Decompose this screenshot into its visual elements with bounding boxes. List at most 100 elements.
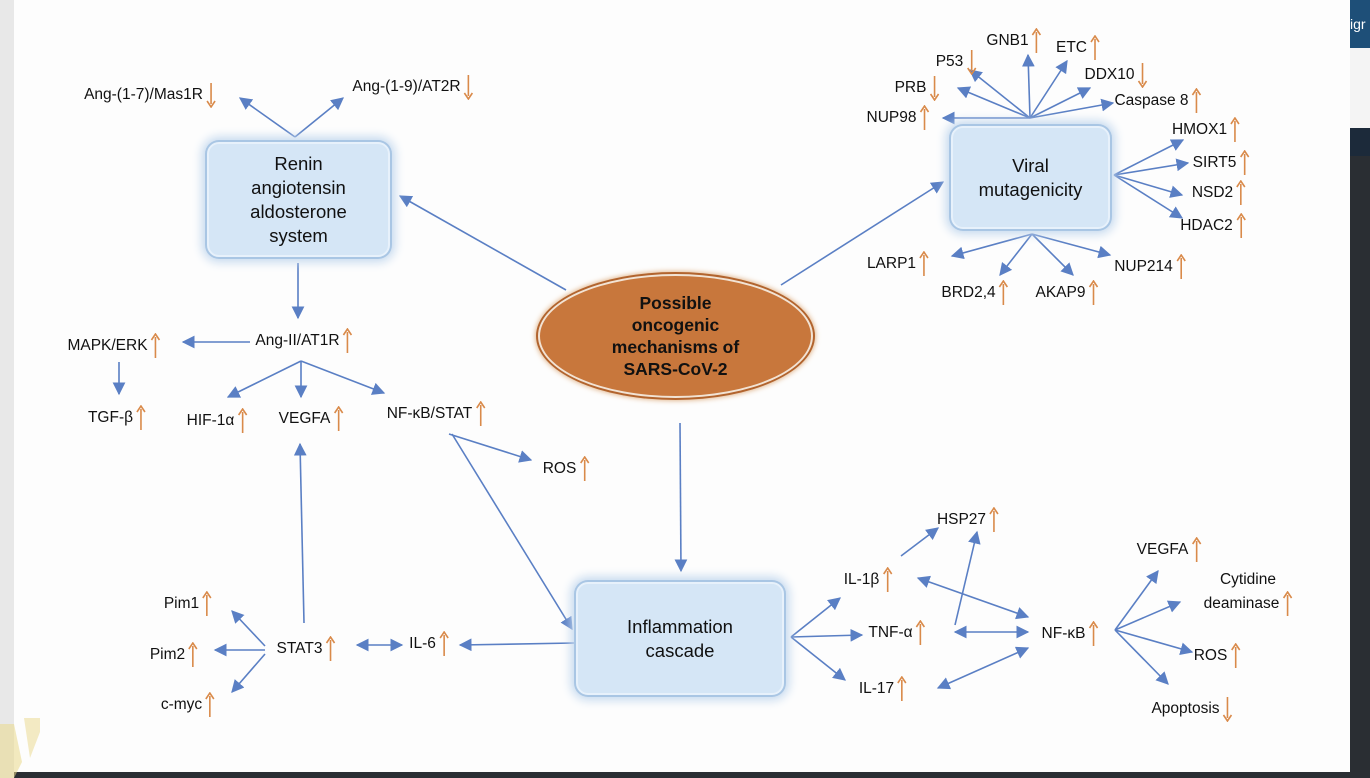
connector-arrow [1113, 158, 1190, 176]
connector-arrow [1114, 629, 1194, 655]
connector-arrow [448, 433, 533, 463]
connector-arrow [231, 653, 266, 693]
node-label: Ang-II/AT1R [255, 332, 340, 350]
up-arrow-icon [342, 327, 353, 353]
connector-arrow [231, 610, 266, 647]
node-label: VEGFA [278, 410, 331, 428]
connector-arrow [780, 181, 945, 286]
node-label: AKAP9 [1035, 284, 1086, 302]
node-label: Ang-(1-7)/Mas1R [84, 86, 203, 104]
connector-arrow [950, 233, 1033, 260]
up-arrow-icon [579, 455, 589, 481]
connector-arrow [300, 360, 386, 395]
up-arrow-icon [989, 506, 999, 532]
connector-arrow [398, 195, 567, 291]
down-arrow-icon [206, 83, 216, 109]
node-gnb1: GNB1 [986, 27, 1042, 54]
down-arrow-icon [1222, 697, 1233, 723]
node-label: ROS [1193, 647, 1228, 665]
connector-arrow [226, 360, 302, 398]
node-label: STAT3 [276, 640, 323, 658]
node-label: HSP27 [936, 511, 987, 529]
node-ros2: ROS [1193, 642, 1241, 669]
up-arrow-icon [882, 566, 892, 592]
node-label: MAPK/ERK [67, 337, 148, 355]
node-nup214: NUP214 [1114, 253, 1186, 280]
connector-arrow [1113, 174, 1184, 219]
up-arrow-icon [333, 405, 344, 431]
connector-arrow [954, 530, 981, 626]
connector-arrow [1114, 629, 1169, 685]
node-larp1: LARP1 [867, 250, 929, 277]
node-label: SIRT5 [1192, 154, 1237, 172]
up-arrow-icon [150, 332, 161, 358]
raas-box: Renin angiotensin aldosterone system [207, 142, 390, 257]
connector-arrow [916, 575, 1030, 620]
node-nup98: NUP98 [867, 104, 930, 131]
node-hdac2: HDAC2 [1180, 212, 1246, 239]
viral-mutagenicity-box: Viral mutagenicity [951, 126, 1110, 229]
up-arrow-icon [205, 691, 215, 717]
up-arrow-icon [1236, 179, 1246, 205]
node-p53: P53 [935, 49, 977, 76]
up-arrow-icon [897, 675, 907, 701]
node-label: DDX10 [1084, 66, 1135, 84]
node-apoptosis: Apoptosis [1151, 696, 1233, 723]
node-label: NUP214 [1114, 258, 1173, 276]
node-cmyc: c-myc [161, 691, 215, 718]
node-label: P53 [935, 53, 964, 71]
up-arrow-icon [188, 641, 198, 667]
node-label: ROS [542, 460, 577, 478]
connector-arrow [674, 422, 688, 573]
node-label: BRD2,4 [941, 284, 996, 302]
node-ang19: Ang-(1-9)/AT2R [352, 74, 474, 101]
up-arrow-icon [998, 279, 1009, 305]
node-hmox1: HMOX1 [1171, 116, 1240, 143]
up-arrow-icon [237, 407, 248, 433]
node-tgfb: TGF-β [87, 404, 146, 431]
node-label: TNF-α [868, 624, 913, 642]
up-arrow-icon [1088, 279, 1099, 305]
node-mapk: MAPK/ERK [67, 332, 161, 359]
node-label: HMOX1 [1171, 121, 1228, 139]
down-arrow-icon [1137, 63, 1148, 89]
connector-arrow [1029, 59, 1068, 119]
node-stat3: STAT3 [276, 635, 336, 662]
node-akap9: AKAP9 [1035, 279, 1099, 306]
node-ang2: Ang-II/AT1R [255, 327, 353, 354]
connector-arrow [999, 233, 1033, 277]
node-ang17: Ang-(1-7)/Mas1R [84, 82, 216, 109]
central-mechanisms-oval: Possible oncogenic mechanisms of SARS-Co… [538, 274, 813, 398]
node-label: IL-6 [409, 635, 436, 653]
node-tnfa: TNF-α [868, 619, 926, 646]
background-bar-right [1350, 48, 1370, 128]
connector-arrow [1113, 139, 1185, 176]
connector-arrow [790, 636, 847, 681]
node-label: Pim2 [149, 646, 186, 664]
connector-arrow [900, 527, 940, 557]
node-il6: IL-6 [409, 630, 449, 657]
up-arrow-icon [1088, 620, 1099, 646]
node-brd: BRD2,4 [941, 279, 1009, 306]
node-label: VEGFA [1136, 541, 1189, 559]
node-label: Pim1 [163, 595, 200, 613]
inflammation-cascade-box: Inflammation cascade [576, 582, 784, 695]
connector-arrow [451, 433, 573, 631]
node-label: TGF-β [87, 409, 134, 427]
node-vegfa2: VEGFA [1136, 536, 1202, 563]
down-arrow-icon [463, 75, 474, 101]
background-bar-right-dark [1350, 128, 1370, 156]
node-label: NF-κB/STAT [386, 405, 473, 423]
connector-arrow [790, 597, 842, 638]
node-casp8: Caspase 8 [1114, 87, 1202, 114]
node-sirt5: SIRT5 [1192, 149, 1250, 176]
node-label: HIF-1α [186, 412, 235, 430]
node-ros1: ROS [542, 455, 590, 482]
connector-arrow [790, 628, 864, 642]
connector-arrow [1031, 233, 1074, 276]
connector-arrow [238, 97, 296, 138]
connector-arrow [969, 69, 1031, 119]
down-arrow-icon [929, 76, 940, 102]
down-arrow-icon [966, 50, 976, 76]
